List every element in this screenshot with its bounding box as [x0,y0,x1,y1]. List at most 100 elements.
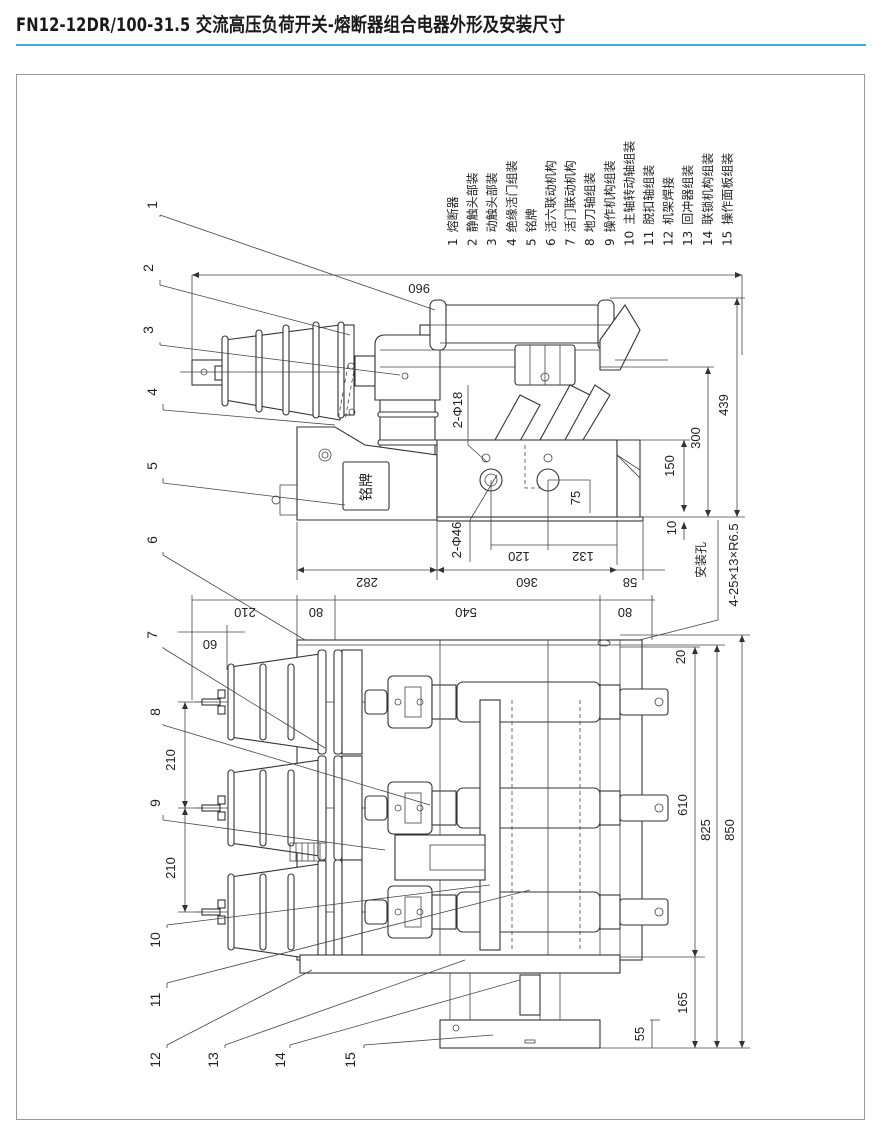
dim-20: 20 [673,650,688,664]
legend-name: 主轴转动轴组装 [621,141,636,225]
legend-name: 操作面板组装 [719,153,734,225]
callout-9: 9 [147,799,386,851]
legend-name: 活六联动机构 [543,160,558,232]
insulator-side [221,321,355,421]
nameplate-label: 铭牌 [358,473,374,501]
dim-80-left: 80 [309,605,323,620]
callout-4: 4 [144,388,336,426]
dim-132: 132 [572,549,594,564]
legend-item: 11 脱扣轴组装 [641,165,656,246]
callout-number: 2 [140,264,156,272]
drawing-frame [16,74,865,1120]
callout-12: 12 [147,969,313,1068]
mount-hole-spec: 4-25×13×R6.5 [726,523,741,606]
callout-number: 6 [144,536,160,544]
dim-165: 165 [675,992,690,1014]
dim-60: 60 [203,637,217,652]
side-view: 960 [180,272,745,646]
callout-1: 1 [144,201,436,311]
legend-number: 6 [544,238,558,246]
callout-number: 3 [140,326,156,334]
legend-name: 回冲器组装 [680,165,695,225]
dim-120: 120 [508,549,530,564]
legend-item: 14 联锁机构组装 [700,153,715,246]
legend-number: 9 [603,238,617,246]
legend-number: 3 [485,238,499,246]
callout-number: 9 [147,799,163,807]
dim-55: 55 [632,1027,647,1041]
title-underline [16,44,866,46]
legend-item: 8 地刀轴组装 [582,172,597,246]
dim-825: 825 [698,819,713,841]
legend-item: 10 主轴转动轴组装 [621,141,636,246]
dim-610: 610 [675,794,690,816]
legend-number: 10 [622,231,636,246]
callout-11: 11 [147,889,531,1007]
dim-540: 540 [455,605,477,620]
legend-name: 联锁机构组装 [700,153,715,225]
callout-number: 5 [144,462,160,470]
callout-2: 2 [140,264,351,336]
top-view: 210 80 540 80 60 [163,595,750,1049]
dim-210-pitch-1: 210 [163,749,178,771]
legend-item: 13 回冲器组装 [680,165,695,246]
legend-name: 绝缘活门组装 [504,160,519,232]
legend-item: 15 操作面板组装 [719,153,734,246]
callout-number: 10 [147,932,163,948]
legend-number: 1 [446,238,460,246]
dim-58: 58 [623,575,637,590]
callout-number: 12 [147,1052,163,1068]
legend-name: 脱扣轴组装 [641,165,656,225]
callout-number: 1 [144,201,160,209]
callout-8: 8 [147,708,431,806]
legend-number: 14 [701,231,715,246]
legend-number: 12 [662,231,676,246]
dim-439: 439 [716,394,731,416]
parts-legend: 1熔断器 2 静触头部装 3 动触头部装 4 绝缘活门组装 5铭牌 6 活六联动机构 7 活门联动机构… [445,141,734,246]
legend-item: 5铭牌 [523,208,538,246]
legend-number: 11 [642,231,656,246]
legend-name: 机架焊接 [661,177,676,225]
dim-2-phi46: 2-Φ46 [449,522,464,558]
legend-name: 动触头部装 [484,172,499,232]
callout-14: 14 [272,979,521,1068]
dim-282: 282 [356,575,378,590]
legend-item: 12 机架焊接 [661,177,676,246]
legend-number: 4 [505,238,519,246]
legend-name: 操作机构组装 [602,160,617,232]
legend-number: 13 [681,231,695,246]
legend-name: 地刀轴组装 [582,172,597,232]
callout-5: 5 [144,462,346,506]
callout-13: 13 [205,959,466,1068]
dim-80-right: 80 [618,605,632,620]
callout-6: 6 [144,536,306,641]
legend-name: 静触头部装 [465,172,480,232]
legend-number: 8 [583,238,597,246]
legend-item: 9 操作机构组装 [602,160,617,246]
dim-10: 10 [664,521,679,535]
dim-210-top: 210 [234,605,256,620]
legend-item: 6 活六联动机构 [543,160,558,246]
dim-150: 150 [662,455,677,477]
dim-300: 300 [688,427,703,449]
callout-3: 3 [140,326,401,376]
dim-360: 360 [516,575,538,590]
legend-name: 铭牌 [523,208,538,232]
legend-item: 3 动触头部装 [484,172,499,246]
legend-number: 7 [564,238,578,246]
mount-hole-label: 安装孔 [693,542,708,578]
callout-number: 8 [147,708,163,716]
legend-item: 1熔断器 [445,196,460,246]
callout-number: 15 [342,1052,358,1068]
legend-item: 2 静触头部装 [465,172,480,246]
dim-850: 850 [722,819,737,841]
legend-number: 15 [720,231,734,246]
callout-number: 14 [272,1052,288,1068]
phase-assembly [195,649,669,755]
dim-2-phi18: 2-Φ18 [450,392,465,428]
legend-number: 2 [466,238,480,246]
legend-name: 活门联动机构 [563,160,578,232]
callout-number: 13 [205,1052,221,1068]
